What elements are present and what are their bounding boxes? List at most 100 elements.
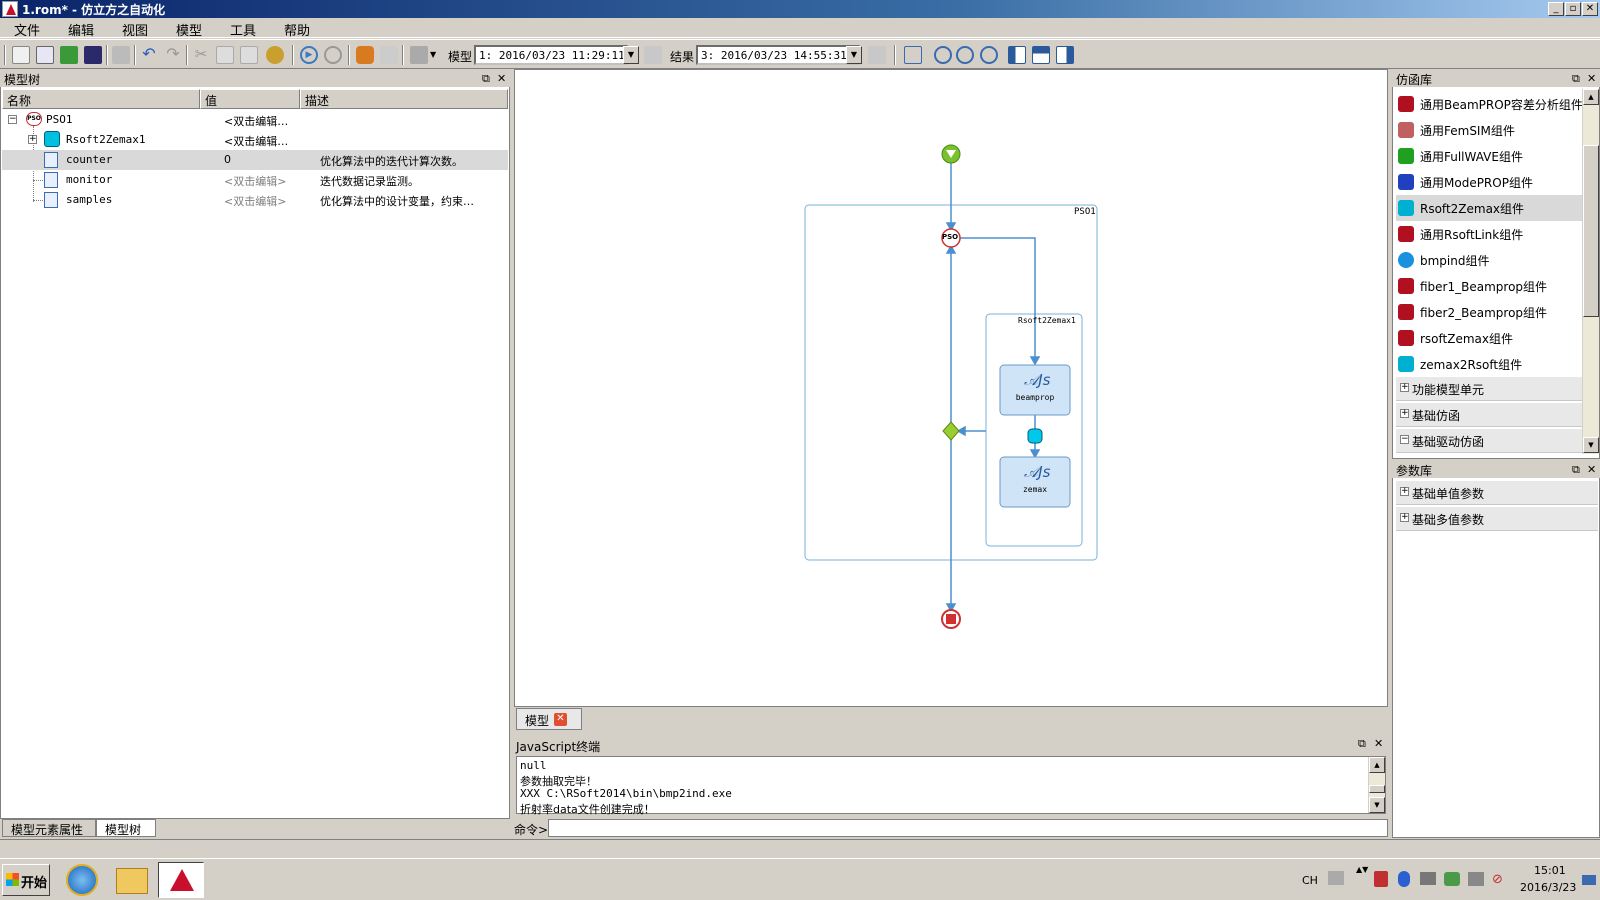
model-dropdown-button[interactable]: ▼ bbox=[623, 46, 639, 64]
tree-row[interactable]: samples <双击编辑> 优化算法中的设计变量，约束… bbox=[2, 190, 508, 210]
zoom-reset-icon[interactable] bbox=[980, 46, 998, 64]
menu-edit[interactable]: 编辑 bbox=[68, 24, 95, 39]
result-select[interactable]: 3: 2016/03/23 14:55:31 bbox=[696, 45, 860, 65]
library-item[interactable]: 通用FullWAVE组件 bbox=[1396, 143, 1584, 169]
beamprop-node[interactable]: beamprop bbox=[1015, 393, 1055, 402]
zemax-node[interactable]: zemax bbox=[1022, 485, 1048, 494]
tree-value[interactable]: <双击编辑> bbox=[224, 195, 287, 208]
close-tab-icon[interactable]: ✕ bbox=[554, 713, 567, 726]
group-multi-value-params[interactable]: +基础多值参数 bbox=[1396, 507, 1598, 531]
display-icon[interactable] bbox=[1420, 872, 1436, 885]
col-desc[interactable]: 描述 bbox=[300, 89, 508, 109]
update-icon[interactable] bbox=[1444, 872, 1460, 886]
library-item[interactable]: fiber2_Beamprop组件 bbox=[1396, 299, 1584, 325]
import-icon[interactable] bbox=[60, 46, 78, 64]
close-panel-icon[interactable]: ✕ bbox=[1374, 737, 1384, 750]
tree-row[interactable]: − PSO PSO1 <双击编辑… bbox=[2, 110, 508, 130]
tree-value[interactable]: 0 bbox=[224, 153, 231, 166]
new-icon[interactable] bbox=[12, 46, 30, 64]
scroll-thumb[interactable] bbox=[1583, 145, 1599, 317]
debug-icon[interactable] bbox=[356, 46, 374, 64]
delete-result-icon[interactable] bbox=[868, 46, 886, 64]
model-select[interactable]: 1: 2016/03/23 11:29:11 bbox=[474, 45, 628, 65]
tree-value[interactable]: <双击编辑> bbox=[224, 175, 287, 188]
float-panel-icon[interactable]: ⧉ bbox=[1358, 737, 1366, 750]
keyboard-icon[interactable] bbox=[1328, 871, 1344, 885]
pso-node-label[interactable]: PSO bbox=[942, 233, 959, 241]
tab-element-properties[interactable]: 模型元素属性 bbox=[2, 819, 96, 837]
library-item[interactable]: fiber1_Beamprop组件 bbox=[1396, 273, 1584, 299]
ie-icon[interactable] bbox=[66, 864, 98, 896]
float-panel-icon[interactable]: ⧉ bbox=[1572, 72, 1580, 85]
library-item[interactable]: rsoftZemax组件 bbox=[1396, 325, 1584, 351]
chevron-down-icon[interactable]: ▼ bbox=[430, 50, 437, 59]
volume-muted-icon[interactable]: ⊘ bbox=[1492, 872, 1503, 887]
group-driver-functions[interactable]: −基础驱动仿函 bbox=[1396, 429, 1584, 453]
save-icon[interactable] bbox=[84, 46, 102, 64]
tree-row[interactable]: + Rsoft2Zemax1 <双击编辑… bbox=[2, 130, 508, 150]
bluetooth-icon[interactable] bbox=[1398, 871, 1410, 887]
zoom-out-icon[interactable] bbox=[956, 46, 974, 64]
app-taskbar-button[interactable] bbox=[158, 862, 204, 898]
print-icon[interactable] bbox=[112, 46, 130, 64]
scroll-down-icon[interactable]: ▼ bbox=[1583, 437, 1599, 453]
package-icon[interactable] bbox=[410, 46, 428, 64]
menu-file[interactable]: 文件 bbox=[14, 24, 41, 39]
close-panel-icon[interactable]: ✕ bbox=[497, 72, 507, 85]
clock-date[interactable]: 2016/3/23 bbox=[1520, 881, 1577, 894]
tree-value[interactable]: <双击编辑… bbox=[224, 115, 289, 128]
menu-tools[interactable]: 工具 bbox=[230, 24, 257, 39]
minimize-button[interactable]: _ bbox=[1548, 2, 1564, 16]
scroll-thumb[interactable] bbox=[1369, 785, 1385, 793]
library-scrollbar[interactable]: ▲ ▼ bbox=[1582, 89, 1599, 454]
float-panel-icon[interactable]: ⧉ bbox=[1572, 463, 1580, 476]
library-item[interactable]: 通用RsoftLink组件 bbox=[1396, 221, 1584, 247]
console-scrollbar[interactable]: ▲ ▼ bbox=[1368, 757, 1385, 813]
restore-button[interactable]: ▫ bbox=[1565, 2, 1581, 16]
library-item[interactable]: 通用ModePROP组件 bbox=[1396, 169, 1584, 195]
result-dropdown-button[interactable]: ▼ bbox=[846, 46, 862, 64]
menu-model[interactable]: 模型 bbox=[176, 24, 203, 39]
tree-row[interactable]: monitor <双击编辑> 迭代数据记录监测。 bbox=[2, 170, 508, 190]
stop-icon[interactable] bbox=[324, 46, 342, 64]
layout-right-icon[interactable] bbox=[1056, 46, 1074, 64]
paste-icon[interactable] bbox=[240, 46, 258, 64]
group-functional-units[interactable]: +功能模型单元 bbox=[1396, 377, 1584, 401]
language-indicator[interactable]: CH bbox=[1302, 874, 1318, 887]
col-name[interactable]: 名称 bbox=[2, 89, 200, 109]
undo-icon[interactable]: ↶ bbox=[142, 44, 156, 63]
menu-view[interactable]: 视图 bbox=[122, 24, 149, 39]
start-button[interactable]: 开始 bbox=[2, 864, 50, 896]
fit-view-icon[interactable] bbox=[904, 46, 922, 64]
library-item[interactable]: bmpind组件 bbox=[1396, 247, 1584, 273]
tree-row[interactable]: counter 0 优化算法中的迭代计算次数。 bbox=[2, 150, 508, 170]
layout-top-icon[interactable] bbox=[1032, 46, 1050, 64]
redo-icon[interactable]: ↷ bbox=[166, 44, 180, 63]
scroll-up-icon[interactable]: ▲ bbox=[1369, 757, 1385, 773]
zoom-in-icon[interactable] bbox=[934, 46, 952, 64]
library-item[interactable]: 通用BeamPROP容差分析组件 bbox=[1396, 91, 1584, 117]
show-desktop-icon[interactable] bbox=[1582, 875, 1596, 885]
layout-left-icon[interactable] bbox=[1008, 46, 1026, 64]
col-value[interactable]: 值 bbox=[200, 89, 300, 109]
delete-model-icon[interactable] bbox=[644, 46, 662, 64]
copy-icon[interactable] bbox=[216, 46, 234, 64]
tab-model[interactable]: 模型 bbox=[516, 708, 582, 730]
scroll-down-icon[interactable]: ▼ bbox=[1369, 797, 1385, 813]
close-button[interactable]: ✕ bbox=[1582, 2, 1598, 16]
close-panel-icon[interactable]: ✕ bbox=[1587, 463, 1597, 476]
library-item[interactable]: zemax2Rsoft组件 bbox=[1396, 351, 1584, 377]
run-icon[interactable]: ▶ bbox=[300, 46, 318, 64]
open-icon[interactable] bbox=[36, 46, 54, 64]
cmd-input[interactable] bbox=[548, 819, 1388, 837]
group-basic-functions[interactable]: +基础仿函 bbox=[1396, 403, 1584, 427]
tab-model-tree[interactable]: 模型树 bbox=[96, 819, 156, 837]
cut-icon[interactable]: ✂ bbox=[194, 45, 208, 63]
network-icon[interactable] bbox=[1468, 872, 1484, 886]
link-icon[interactable] bbox=[266, 46, 284, 64]
group-single-value-params[interactable]: +基础单值参数 bbox=[1396, 481, 1598, 505]
library-item[interactable]: 通用FemSIM组件 bbox=[1396, 117, 1584, 143]
chevron-icon[interactable]: ▲▼ bbox=[1356, 865, 1369, 874]
float-panel-icon[interactable]: ⧉ bbox=[482, 72, 490, 85]
folder-icon[interactable] bbox=[116, 868, 148, 894]
